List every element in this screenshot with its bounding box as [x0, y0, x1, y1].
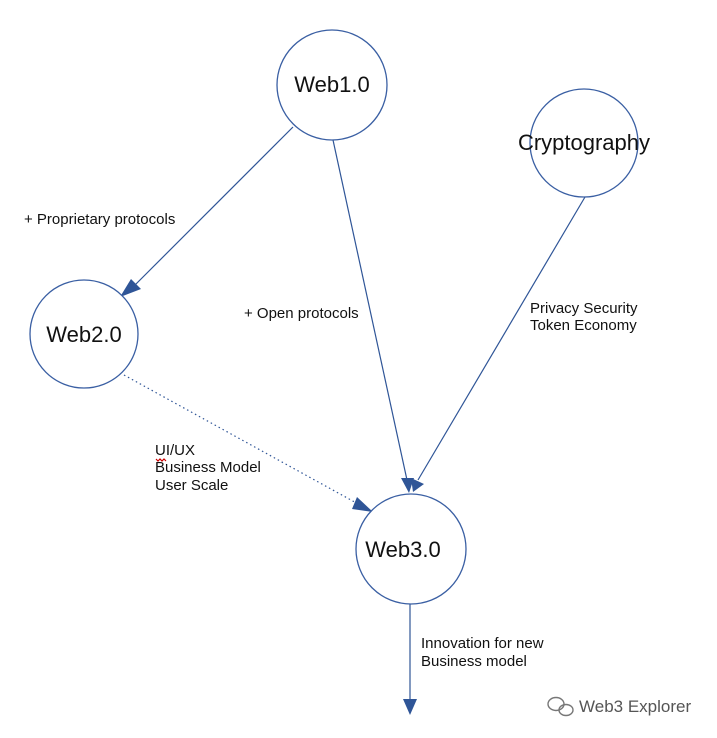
node-web1-label: Web1.0 — [294, 72, 369, 97]
node-cryptography: Cryptography — [518, 88, 650, 198]
edge-web1-to-web2 — [120, 126, 294, 297]
edge-web2-to-web3-line-2: Business Model — [155, 459, 261, 476]
node-web1: Web1.0 — [276, 29, 388, 141]
wechat-icon — [547, 696, 574, 717]
edge-web3-out — [403, 604, 417, 715]
edge-crypto-to-web3-line-2: Token Economy — [530, 317, 637, 334]
watermark: Web3 Explorer — [547, 696, 691, 717]
edge-crypto-to-web3-label: Privacy Security Token Economy — [530, 300, 638, 334]
edge-web3-out-line-1: Innovation for new — [421, 635, 544, 652]
node-web2-label: Web2.0 — [46, 322, 121, 347]
edge-web2-to-web3 — [123, 374, 373, 512]
edge-crypto-to-web3-line-1: Privacy Security — [530, 300, 638, 317]
edge-crypto-to-web3 — [411, 196, 586, 492]
node-cryptography-label: Cryptography — [518, 130, 650, 155]
edge-web2-to-web3-line-3: User Scale — [155, 477, 228, 494]
edge-web2-to-web3-label: UI/UX Business Model User Scale — [155, 442, 261, 494]
edge-web1-to-web3 — [332, 139, 414, 493]
edge-web1-to-web3-label: + Open protocols — [244, 305, 359, 322]
edge-web3-out-line-2: Business model — [421, 653, 527, 670]
node-web3-label: Web3.0 — [365, 537, 440, 562]
watermark-text: Web3 Explorer — [579, 697, 691, 716]
node-web2: Web2.0 — [29, 279, 139, 389]
edge-web1-to-web2-label: + Proprietary protocols — [24, 211, 175, 228]
spellcheck-underline — [155, 458, 167, 462]
edge-web2-to-web3-line-1: UI/UX — [155, 442, 195, 459]
edge-web3-out-label: Innovation for new Business model — [421, 635, 544, 670]
node-web3: Web3.0 — [355, 493, 467, 605]
